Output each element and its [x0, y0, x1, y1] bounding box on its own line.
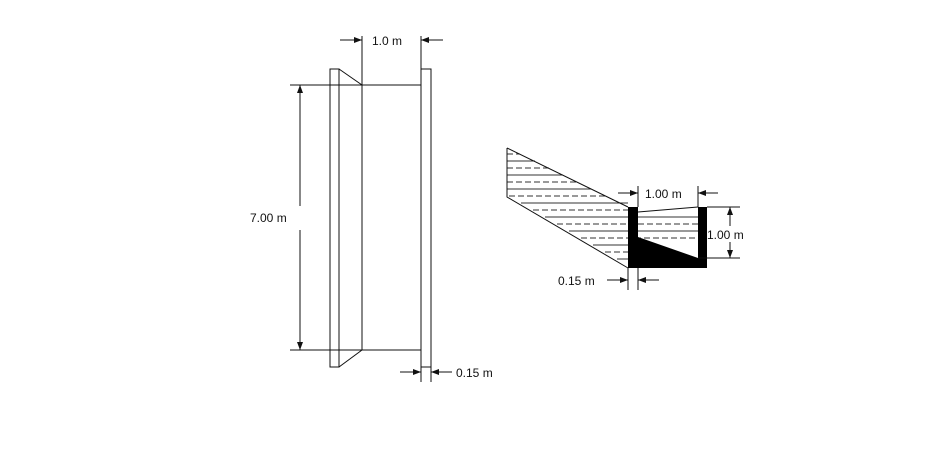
dim-wall-label: 0.15 m	[558, 274, 595, 288]
section-view: 1.00 m 1.00 m 0.15 m	[506, 147, 744, 290]
dim-depth-label: 1.00 m	[707, 228, 744, 242]
dim-bottom-label: 0.15 m	[456, 366, 493, 380]
right-plate	[420, 68, 432, 368]
left-flange	[329, 68, 340, 368]
side-view	[290, 36, 452, 382]
water-hatch	[507, 153, 698, 260]
dim-top-label: 1.0 m	[372, 34, 402, 48]
dim-height-label: 7.00 m	[250, 211, 287, 225]
left-haunch	[338, 68, 363, 368]
channel-section	[628, 207, 707, 268]
dim-width-label: 1.00 m	[645, 187, 682, 201]
